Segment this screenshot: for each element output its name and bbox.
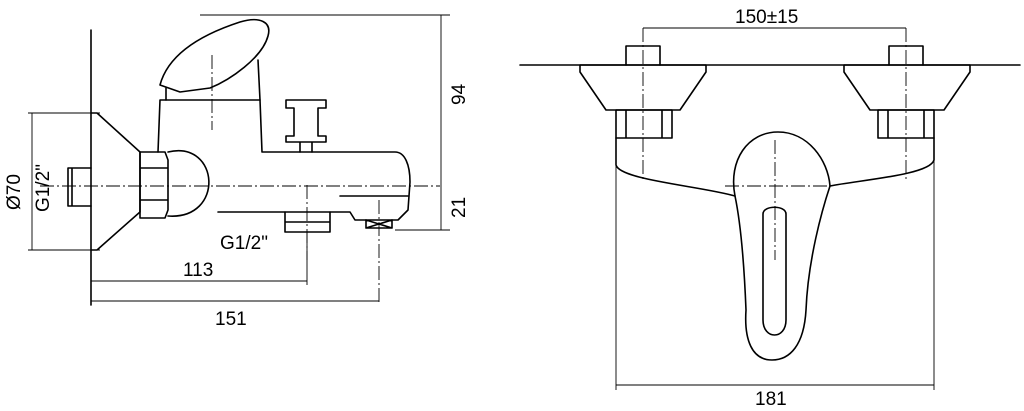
lever-neck: [165, 59, 261, 101]
left-eccentric-pipe: [625, 45, 661, 66]
diverter-knob: [285, 99, 327, 153]
left-eccentric-flange: [579, 64, 707, 111]
dome-cap: [167, 149, 210, 217]
lever-front-outer: [732, 131, 831, 361]
dim-wall-plate: Ø70: [4, 174, 25, 210]
dim-outlet-distance: 113: [183, 260, 213, 281]
wall-flange: [90, 112, 141, 251]
front-view: 150±15 181: [519, 7, 1021, 410]
hex-nut: [139, 151, 169, 219]
left-union-nut: [615, 109, 673, 139]
lever-front-inner: [762, 206, 787, 336]
side-view: Ø70 G1/2" 94 21 G1/2" 113 151: [4, 14, 470, 330]
label-outlet-thread: G1/2": [220, 233, 268, 254]
dim-width-total: 151: [215, 309, 247, 330]
faucet-body: [157, 99, 411, 221]
dim-height-top: 94: [449, 83, 470, 105]
faucet-body-front: [615, 137, 935, 197]
dim-width: 181: [755, 389, 787, 410]
outlet-thread: [284, 211, 331, 233]
lever-handle: [159, 18, 270, 93]
dim-height-bottom: 21: [449, 197, 470, 218]
inlet-stub: [67, 167, 92, 207]
dim-centers: 150±15: [735, 7, 798, 28]
label-inlet-thread: G1/2": [33, 164, 54, 212]
right-eccentric-flange: [843, 64, 971, 111]
right-eccentric-pipe: [888, 45, 924, 66]
